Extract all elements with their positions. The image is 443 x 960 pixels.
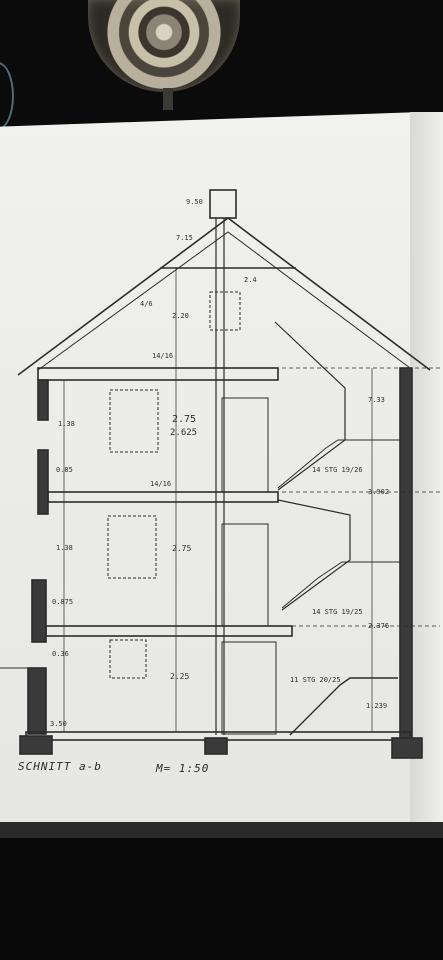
dim-attic-room-b: 2.625 — [170, 428, 198, 438]
door-upper — [221, 523, 269, 627]
left-wall-mid — [37, 449, 49, 515]
stair-flight-2 — [277, 499, 351, 611]
stair-flight-1 — [274, 321, 346, 491]
paper-edge — [410, 112, 443, 844]
stair-steps-1 — [277, 439, 400, 489]
paper-bottom-band — [0, 822, 443, 838]
right-wall — [399, 367, 413, 739]
dim-attic-room: 2.75 — [172, 414, 197, 425]
window-roof — [209, 291, 241, 331]
attic-slab — [37, 367, 279, 381]
chimney — [209, 189, 237, 219]
left-wall-base — [27, 667, 47, 735]
door-ground — [221, 641, 277, 735]
dim-level-3: 2.376 — [368, 622, 390, 630]
dim-slab-1: 14/16 — [152, 352, 174, 360]
dim-sill-3: 0.36 — [52, 650, 69, 658]
dim-upper-floor: 2.75 — [172, 544, 192, 553]
dim-base: 3.50 — [50, 720, 67, 728]
dim-window-1: 1.38 — [58, 420, 75, 428]
stair-flight-3 — [289, 677, 398, 736]
dim-attic-height: 2.20 — [172, 312, 189, 320]
dim-stair-3: 11 STG 20/25 — [290, 676, 341, 684]
footing-mid — [204, 737, 228, 755]
dim-eave: 2.4 — [244, 276, 257, 284]
stair-steps-2 — [281, 561, 400, 609]
dim-level-4: 1.239 — [366, 702, 388, 710]
door-attic — [221, 397, 269, 493]
window-upper — [107, 515, 157, 579]
dim-chimney: 9.50 — [186, 198, 203, 206]
dim-roof-pitch: 4/6 — [140, 300, 153, 308]
dim-sill-1: 0.85 — [56, 466, 73, 474]
dim-stair-2: 14 STG 19/25 — [312, 608, 363, 616]
upper-slab — [47, 491, 279, 503]
window-attic — [109, 389, 159, 453]
table-surface — [0, 838, 443, 960]
lamp-stem — [163, 88, 173, 110]
dim-slab-2: 14/16 — [150, 480, 172, 488]
dim-stair-1: 14 STG 19/26 — [312, 466, 363, 474]
footing-right — [391, 737, 423, 759]
roof-inner — [37, 231, 411, 371]
dim-ground-floor: 2.25 — [170, 672, 190, 681]
left-wall-low — [31, 579, 47, 643]
window-ground — [109, 639, 147, 679]
footing-left — [19, 735, 53, 755]
dim-ridge: 7.15 — [176, 234, 193, 242]
drawing-caption: SCHNITT a-b — [18, 760, 102, 773]
dim-window-2: 1.38 — [56, 544, 73, 552]
left-wall-upper — [37, 379, 49, 421]
dim-level-2: 3.902 — [368, 488, 390, 496]
dim-level-1: 7.33 — [368, 396, 385, 404]
ground-slab — [45, 625, 293, 637]
drawing-scale: M= 1:50 — [156, 762, 210, 775]
dim-sill-2: 0.875 — [52, 598, 74, 606]
